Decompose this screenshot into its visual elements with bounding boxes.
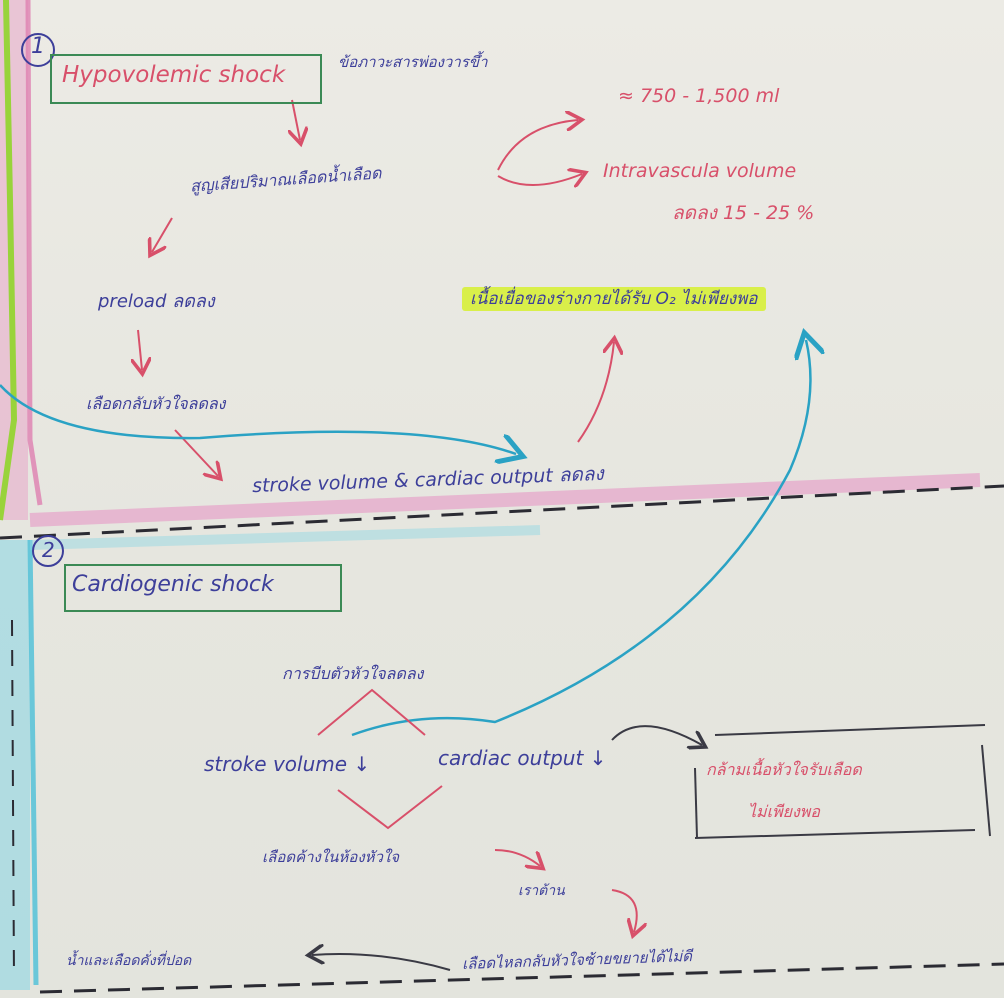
residual-blood-text: เลือดค้างในห้องหัวใจ <box>262 848 400 866</box>
section1-number-circle <box>21 33 55 67</box>
section1-note: ข้อภาวะสารพ่องวารขึ้า <box>338 53 488 71</box>
preload-text: preload ลดลง <box>98 291 215 312</box>
stroke-volume-text: stroke volume ↓ <box>204 752 371 776</box>
pink-divider <box>29 473 981 527</box>
myocardium-box-line2: ไม่เพียงพอ <box>748 802 820 821</box>
section2-title: Cardiogenic shock <box>72 572 274 597</box>
section2-number-circle <box>32 535 64 567</box>
contraction-text: การบีบตัวหัวใจลดลง <box>282 664 424 683</box>
section1-number: 1 <box>31 34 45 59</box>
lung-congestion-text: น้ำและเลือดคั่งที่ปอด <box>66 953 192 969</box>
section1-title-box <box>50 54 322 104</box>
percent-text: ลดลง 15 - 25 % <box>672 202 815 224</box>
blood-amount-text: ≈ 750 - 1,500 ml <box>618 85 780 107</box>
green-edge-line <box>0 0 18 521</box>
backflow-text: เราต้าน <box>518 883 565 899</box>
section2-number: 2 <box>42 538 55 562</box>
section-dashed-divider <box>0 484 1004 540</box>
section1-title: Hypovolemic shock <box>62 62 286 88</box>
hypoxia-highlight-text: เนื้อเยื่อของร่างกายได้รับ O₂ ไม่เพียงพอ <box>462 287 766 311</box>
bottom-dashed-line <box>39 962 1004 994</box>
myocardium-box-line1: กล้ามเนื้อหัวใจรับเลือด <box>706 760 862 779</box>
cyan-margin <box>0 540 30 990</box>
section2-title-box <box>64 564 342 612</box>
intravascular-text: Intravascula volume <box>603 160 797 182</box>
hypoxia-highlight: เนื้อเยื่อของร่างกายได้รับ O₂ ไม่เพียงพอ <box>462 285 766 312</box>
venous-return-text: เลือดกลับหัวใจลดลง <box>86 394 226 413</box>
cardiac-output-text: cardiac output ↓ <box>438 746 607 770</box>
